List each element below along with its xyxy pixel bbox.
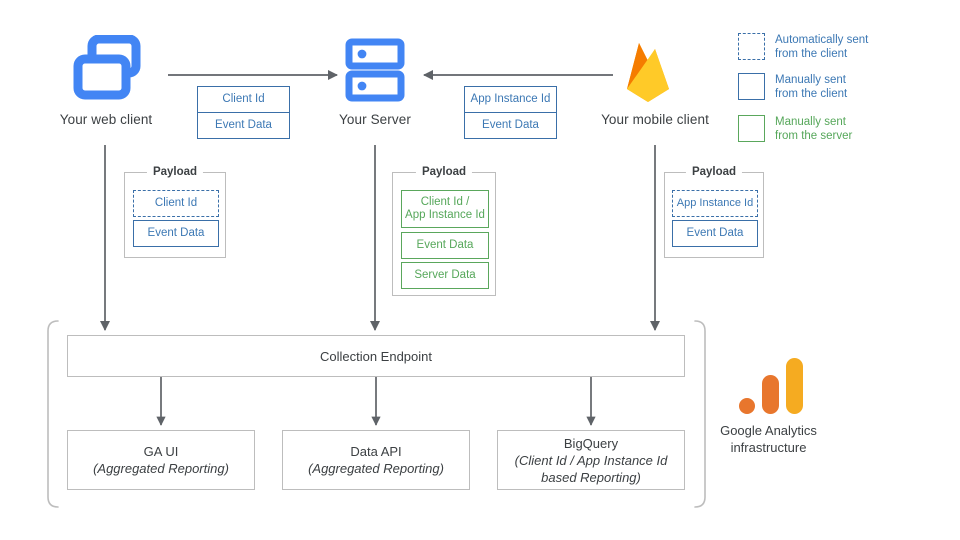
payload-web: Payload Client Id Event Data: [124, 166, 226, 258]
ga-caption-line2: infrastructure: [730, 440, 807, 455]
legend-label-manual-client: Manually sent from the client: [775, 73, 847, 101]
legend-label-manual-server-line2: from the server: [775, 130, 853, 142]
payload-server-item-ids-line1: Client Id /: [420, 196, 470, 208]
legend-item-manual-server: Manually sent from the server: [738, 115, 852, 143]
ga-caption-line1: Google Analytics: [720, 423, 817, 438]
output-box-bigquery: BigQuery (Client Id / App Instance Id ba…: [497, 430, 685, 490]
bracket-right: [694, 320, 706, 508]
output-data-api-title: Data API: [350, 444, 402, 459]
legend-item-auto-client: Automatically sent from the client: [738, 33, 868, 61]
bracket-left: [47, 320, 59, 508]
payload-server-item-event-data: Event Data: [401, 232, 489, 259]
payload-mobile: Payload App Instance Id Event Data: [664, 166, 764, 258]
node-web-client: Your web client: [45, 35, 167, 127]
node-web-client-label: Your web client: [59, 112, 153, 127]
payload-server: Payload Client Id / App Instance Id Even…: [392, 166, 496, 296]
output-bigquery-subtitle-line1: (Client Id / App Instance Id: [514, 452, 668, 468]
firebase-icon: [627, 43, 669, 102]
output-bigquery-subtitle-line2: based Reporting): [541, 469, 641, 485]
payload-mobile-item-event-data: Event Data: [672, 220, 758, 247]
collection-endpoint-box: Collection Endpoint: [67, 335, 685, 377]
google-analytics-brand-caption: Google Analytics infrastructure: [706, 422, 831, 456]
output-ga-ui-subtitle: (Aggregated Reporting): [93, 461, 229, 476]
output-data-api-subtitle: (Aggregated Reporting): [308, 461, 444, 476]
payload-server-item-ids-line2: App Instance Id: [405, 209, 485, 221]
legend-swatch-manual-client: [738, 73, 765, 100]
output-box-data-api: Data API (Aggregated Reporting): [282, 430, 470, 490]
legend-label-manual-server-line1: Manually sent: [775, 116, 846, 128]
payload-web-title: Payload: [146, 166, 204, 178]
transfer-chip-event-data: Event Data: [197, 112, 290, 139]
transfer-chip-client-id: Client Id: [197, 86, 290, 113]
legend-label-auto-client-line1: Automatically sent: [775, 34, 869, 46]
transfer-chip-event-data-mobile: Event Data: [464, 112, 557, 139]
legend-label-auto-client-line2: from the client: [775, 48, 848, 60]
node-server-label: Your Server: [339, 112, 411, 127]
node-mobile-client: Your mobile client: [585, 35, 725, 127]
legend-label-manual-server: Manually sent from the server: [775, 115, 852, 143]
payload-mobile-title: Payload: [685, 166, 743, 178]
collection-endpoint-label: Collection Endpoint: [319, 348, 433, 364]
payload-server-title: Payload: [415, 166, 473, 178]
windows-icon: [73, 35, 141, 100]
payload-web-item-event-data: Event Data: [133, 220, 219, 247]
payload-web-item-client-id: Client Id: [133, 190, 219, 217]
legend-label-manual-client-line1: Manually sent: [775, 74, 846, 86]
legend-swatch-auto-client: [738, 33, 765, 60]
payload-server-item-ids: Client Id / App Instance Id: [401, 190, 489, 228]
output-bigquery-title: BigQuery: [563, 435, 619, 451]
legend-label-manual-client-line2: from the client: [775, 88, 848, 100]
payload-mobile-item-app-instance-id: App Instance Id: [672, 190, 758, 217]
output-box-ga-ui: GA UI (Aggregated Reporting): [67, 430, 255, 490]
legend-label-auto-client: Automatically sent from the client: [775, 33, 868, 61]
payload-server-item-server-data: Server Data: [401, 262, 489, 289]
server-icon: [345, 38, 405, 102]
output-ga-ui-title: GA UI: [143, 444, 179, 459]
transfer-chip-app-instance-id: App Instance Id: [464, 86, 557, 113]
google-analytics-brand: Google Analytics infrastructure: [706, 355, 831, 456]
node-server: Your Server: [315, 35, 435, 127]
google-analytics-logo: [739, 358, 803, 414]
legend-item-manual-client: Manually sent from the client: [738, 73, 847, 101]
node-mobile-client-label: Your mobile client: [601, 112, 709, 127]
legend-swatch-manual-server: [738, 115, 765, 142]
